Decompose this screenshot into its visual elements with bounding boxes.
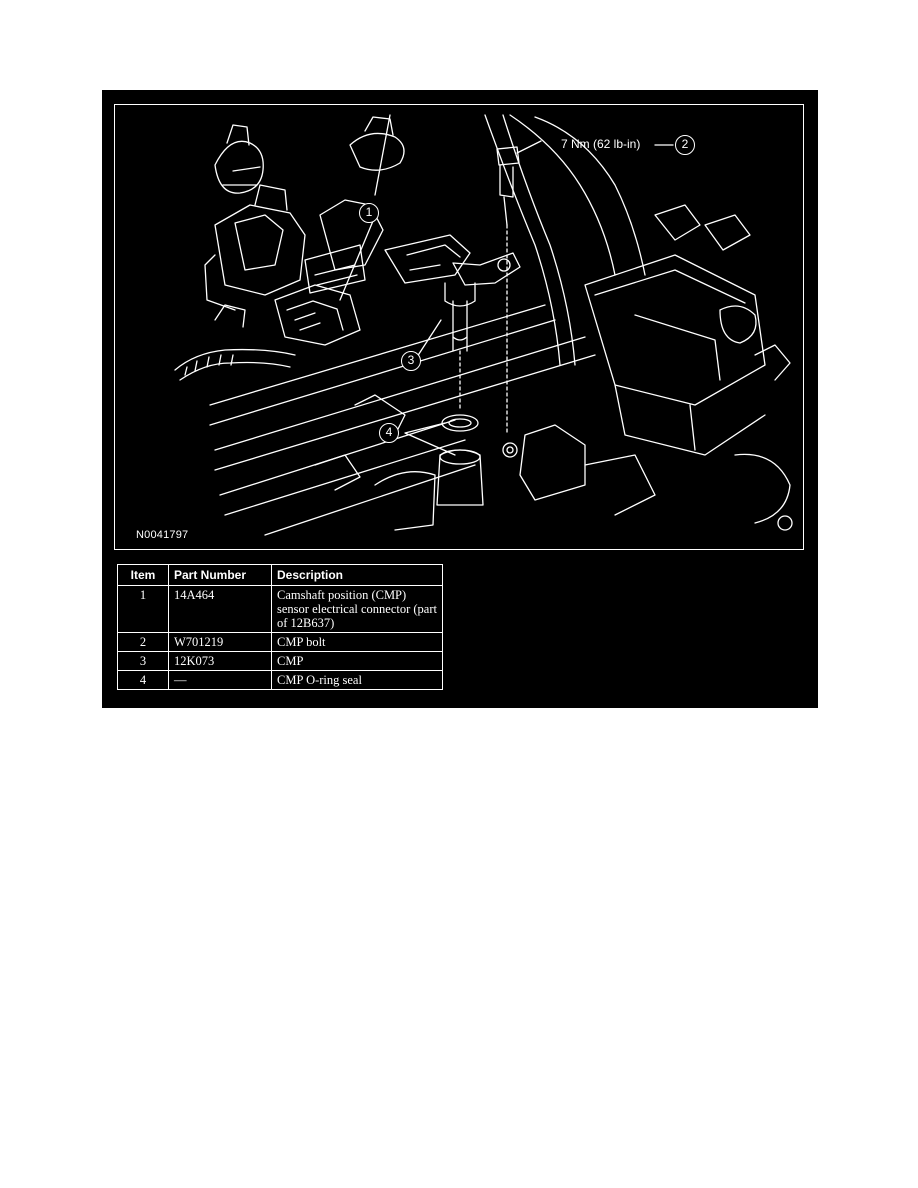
- header-item: Item: [117, 564, 169, 586]
- engine-line-drawing: [174, 114, 793, 536]
- cell-description: Camshaft position (CMP) sensor electrica…: [271, 585, 443, 633]
- cell-part-number: 12K073: [168, 651, 272, 671]
- cell-description: CMP O-ring seal: [271, 670, 443, 690]
- callout-1: 1: [359, 203, 379, 223]
- parts-table: Item Part Number Description 1 14A464 Ca…: [117, 564, 443, 690]
- table-row: 1 14A464 Camshaft position (CMP) sensor …: [117, 585, 443, 633]
- cell-item: 3: [117, 651, 169, 671]
- callout-2: 2: [675, 135, 695, 155]
- torque-spec-label: 7 Nm (62 lb-in): [561, 137, 641, 151]
- table-header-row: Item Part Number Description: [117, 564, 443, 586]
- cell-part-number: —: [168, 670, 272, 690]
- cell-item: 4: [117, 670, 169, 690]
- cell-item: 2: [117, 632, 169, 652]
- engine-illustration: 1 2 3 4 7 Nm (62 lb-in) N0041797: [114, 104, 804, 550]
- figure-id-label: N0041797: [136, 529, 189, 541]
- callout-4: 4: [379, 423, 399, 443]
- header-part-number: Part Number: [168, 564, 272, 586]
- header-description: Description: [271, 564, 443, 586]
- table-row: 3 12K073 CMP: [117, 651, 443, 671]
- cell-part-number: 14A464: [168, 585, 272, 633]
- figure-panel: 1 2 3 4 7 Nm (62 lb-in) N0041797 Item Pa…: [102, 90, 818, 708]
- table-row: 2 W701219 CMP bolt: [117, 632, 443, 652]
- table-row: 4 — CMP O-ring seal: [117, 670, 443, 690]
- cell-description: CMP bolt: [271, 632, 443, 652]
- cell-item: 1: [117, 585, 169, 633]
- callout-3: 3: [401, 351, 421, 371]
- cell-description: CMP: [271, 651, 443, 671]
- cell-part-number: W701219: [168, 632, 272, 652]
